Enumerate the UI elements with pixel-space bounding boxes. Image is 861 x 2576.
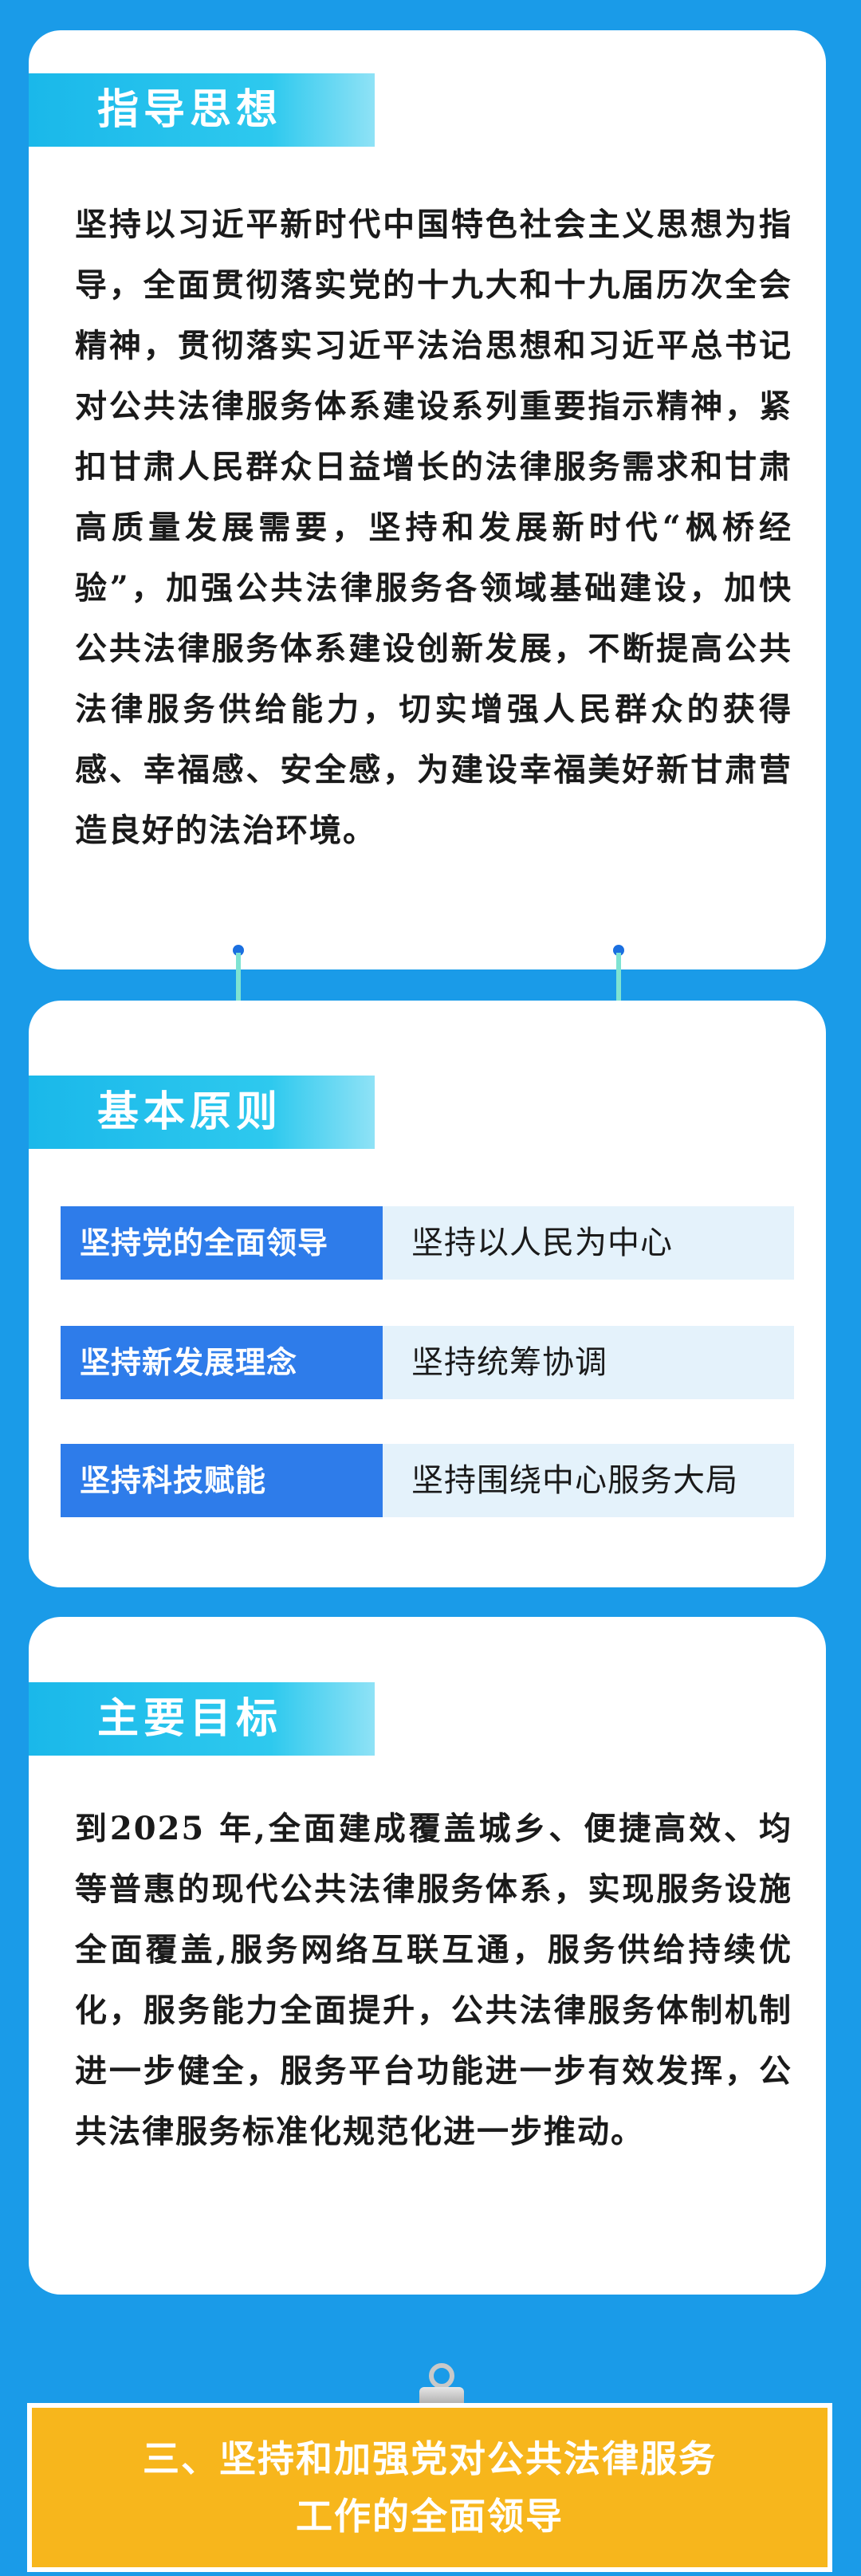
- connector-dot: [613, 945, 624, 956]
- main-goals-body: 到2025 年,全面建成覆盖城乡、便捷高效、均等普惠的现代公共法律服务体系，实现…: [75, 1810, 792, 2150]
- main-goals-card: 主要目标 到2025 年,全面建成覆盖城乡、便捷高效、均等普惠的现代公共法律服务…: [29, 1617, 826, 2295]
- guiding-thought-title: 指导思想: [29, 73, 375, 147]
- basic-principles-card: 基本原则 坚持党的全面领导 坚持以人民为中心 坚持新发展理念 坚持统筹协调 坚持…: [29, 1001, 826, 1587]
- main-goals-title: 主要目标: [29, 1682, 375, 1756]
- principle-left-label: 坚持党的全面领导: [61, 1206, 383, 1280]
- principle-left-label: 坚持科技赋能: [61, 1444, 383, 1517]
- principle-row: 坚持党的全面领导 坚持以人民为中心: [61, 1206, 794, 1280]
- section-banner-inner: 三、坚持和加强党对公共法律服务 工作的全面领导: [32, 2408, 828, 2567]
- hanger-ring: [429, 2363, 454, 2389]
- section-banner-line1: 三、坚持和加强党对公共法律服务: [143, 2437, 717, 2480]
- principle-left-label: 坚持新发展理念: [61, 1326, 383, 1399]
- principle-row: 坚持新发展理念 坚持统筹协调: [61, 1326, 794, 1399]
- section-banner: 三、坚持和加强党对公共法律服务 工作的全面领导: [27, 2403, 832, 2572]
- principle-right-label: 坚持统筹协调: [383, 1326, 794, 1399]
- connector-dot: [233, 945, 244, 956]
- guiding-thought-body: 坚持以习近平新时代中国特色社会主义思想为指导，全面贯彻落实党的十九大和十九届历次…: [75, 206, 792, 849]
- principle-right-label: 坚持以人民为中心: [383, 1206, 794, 1280]
- section-banner-line2: 工作的全面领导: [296, 2495, 564, 2538]
- principle-right-label: 坚持围绕中心服务大局: [383, 1444, 794, 1517]
- basic-principles-title: 基本原则: [29, 1076, 375, 1149]
- guiding-thought-card: 指导思想 坚持以习近平新时代中国特色社会主义思想为指导，全面贯彻落实党的十九大和…: [29, 30, 826, 969]
- principle-row: 坚持科技赋能 坚持围绕中心服务大局: [61, 1444, 794, 1517]
- connector-bar: [616, 953, 621, 1025]
- connector-bar: [236, 953, 241, 1025]
